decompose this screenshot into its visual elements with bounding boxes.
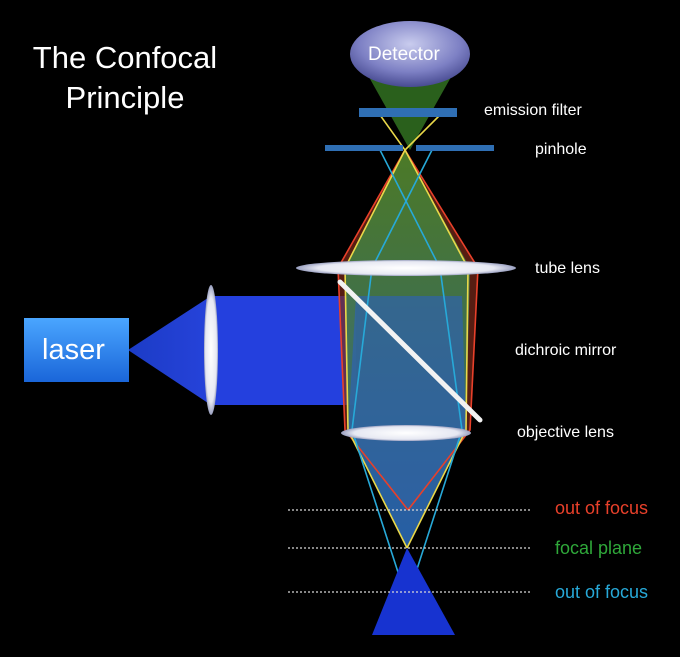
title-line-1: The Confocal [32,40,218,75]
diagram-title: The Confocal Principle [10,38,240,118]
dichroic-mirror [337,279,483,423]
emission-filter-label: emission filter [484,102,582,119]
pinhole-plate-right [416,145,494,151]
laser-beam-cone [128,296,211,405]
pinhole-plate-left [325,145,403,151]
objective-lens [341,425,471,441]
laser-lens [204,285,218,415]
objective-lens-label: objective lens [517,424,614,441]
laser-beam [128,296,356,405]
title-line-2: Principle [65,80,185,115]
tube-lens [296,260,516,276]
detector-label: Detector [368,44,440,65]
tube-lens-label: tube lens [535,260,600,277]
pinhole-label: pinhole [535,141,587,158]
out-of-focus-top-label: out of focus [555,498,649,518]
laser-beam-expanded [211,296,356,405]
cyan-ray-right [379,149,463,601]
excitation-light [348,296,466,548]
red-ray-right [404,149,479,511]
out-of-focus-bottom-label: out of focus [555,582,649,602]
red-ray-left [337,149,409,511]
emission-filter [359,108,457,117]
laser-box [24,318,129,382]
dichroic-mirror-label: dichroic mirror [515,342,617,359]
detector [350,21,470,87]
focal-plane-label: focal plane [555,538,643,558]
cyan-ray-left [351,149,433,601]
laser-label: laser [42,334,105,366]
